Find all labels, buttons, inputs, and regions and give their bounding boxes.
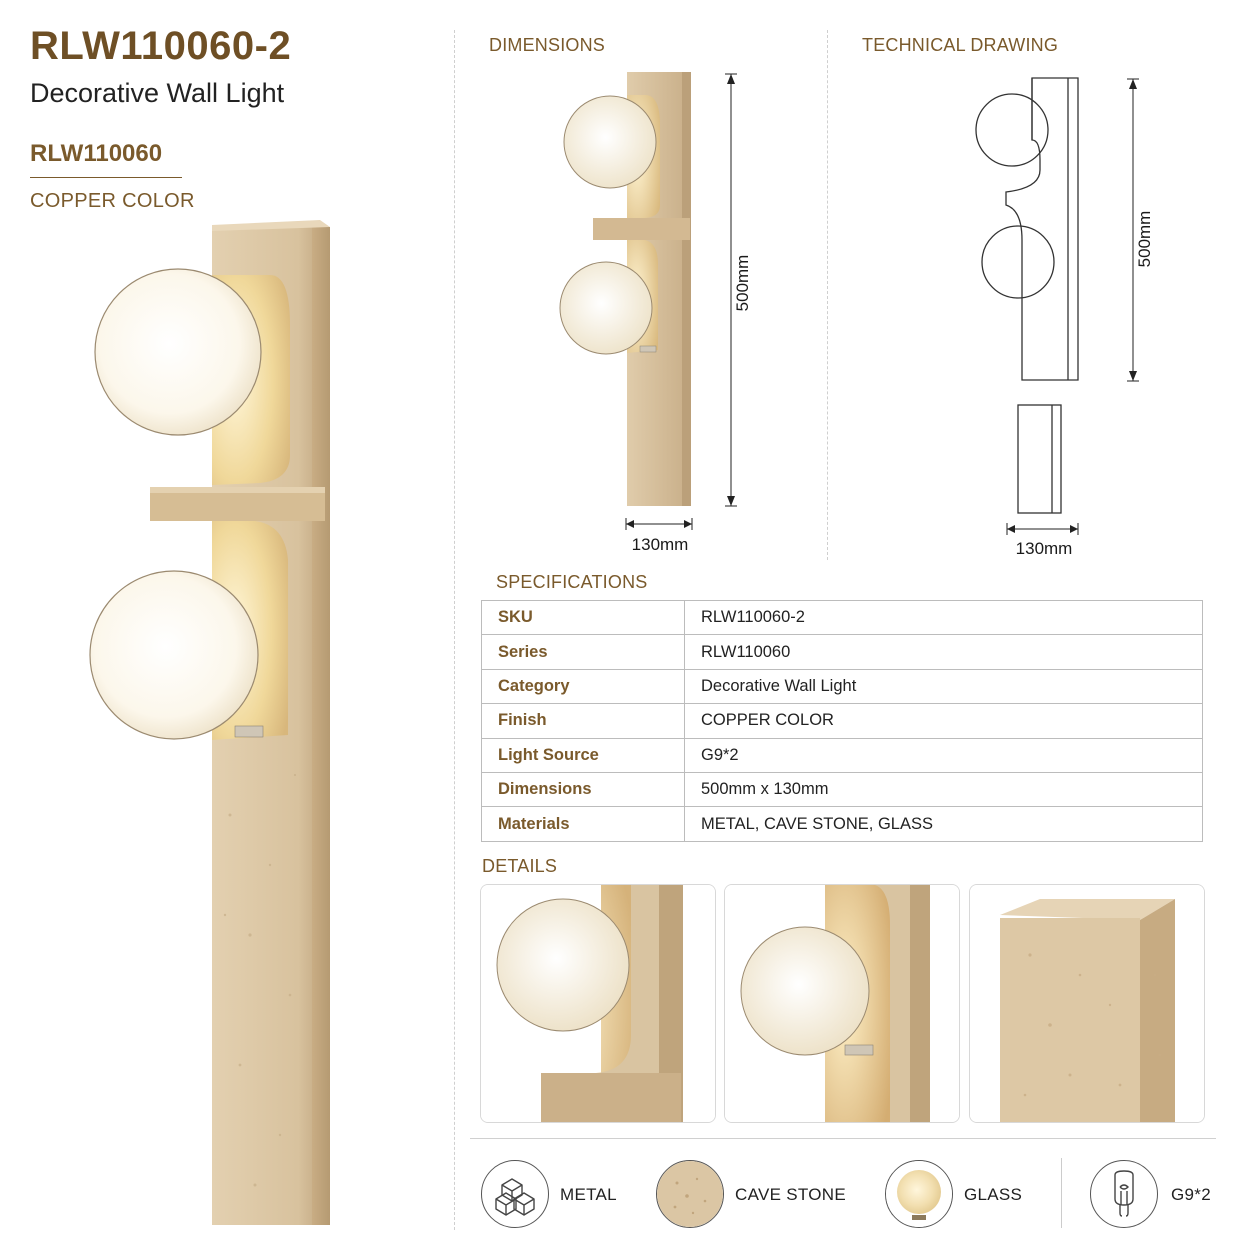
spec-value: Decorative Wall Light bbox=[684, 668, 1203, 705]
material-label-glass: GLASS bbox=[964, 1185, 1023, 1204]
metal-cubes-icon bbox=[481, 1160, 549, 1228]
materials-divider bbox=[470, 1138, 1216, 1139]
material-label-cave-stone: CAVE STONE bbox=[735, 1185, 847, 1204]
main-product-image bbox=[89, 220, 330, 1225]
series-label: RLW110060 bbox=[30, 140, 163, 167]
column-divider bbox=[454, 30, 455, 1230]
table-row: Series RLW110060 bbox=[481, 634, 1203, 670]
dimensions-product-image bbox=[559, 72, 691, 506]
detail-image-lower-globe bbox=[724, 884, 960, 1123]
table-row: Finish COPPER COLOR bbox=[481, 703, 1203, 739]
detail-image-upper-globe bbox=[480, 884, 716, 1123]
table-row: SKU RLW110060-2 bbox=[481, 599, 1203, 636]
spec-value: COPPER COLOR bbox=[684, 703, 1203, 739]
product-title: RLW110060-2 bbox=[30, 24, 292, 68]
series-divider bbox=[30, 177, 182, 178]
spec-value: G9*2 bbox=[684, 737, 1203, 773]
technical-drawing-heading: TECHNICAL DRAWING bbox=[862, 35, 1059, 55]
column-divider bbox=[827, 30, 828, 560]
technical-height-label: 500mm bbox=[1135, 210, 1154, 268]
dimensions-heading: DIMENSIONS bbox=[489, 35, 606, 55]
spec-key: Light Source bbox=[481, 737, 685, 773]
table-row: Category Decorative Wall Light bbox=[481, 668, 1203, 705]
technical-width-label: 130mm bbox=[1015, 539, 1073, 558]
materials-separator bbox=[1061, 1158, 1062, 1228]
table-row: Dimensions 500mm x 130mm bbox=[481, 771, 1203, 808]
cave-stone-texture-icon bbox=[656, 1160, 724, 1228]
table-row: Materials METAL, CAVE STONE, GLASS bbox=[481, 806, 1203, 842]
spec-value: RLW110060-2 bbox=[684, 599, 1203, 636]
spec-key: Series bbox=[481, 634, 685, 670]
finish-label: COPPER COLOR bbox=[30, 190, 195, 212]
technical-drawing bbox=[975, 77, 1079, 514]
dimensions-width-line bbox=[625, 518, 693, 530]
spec-key: SKU bbox=[481, 599, 685, 636]
glass-globe-icon bbox=[885, 1160, 953, 1228]
material-label-metal: METAL bbox=[560, 1185, 617, 1204]
specifications-heading: SPECIFICATIONS bbox=[496, 572, 648, 592]
technical-width-line bbox=[1006, 523, 1079, 535]
specifications-table: SKU RLW110060-2 Series RLW110060 Categor… bbox=[481, 599, 1203, 842]
spec-key: Category bbox=[481, 668, 685, 705]
spec-key: Materials bbox=[481, 806, 685, 842]
technical-height-line bbox=[1127, 78, 1139, 382]
dimensions-width-label: 130mm bbox=[631, 535, 689, 554]
table-row: Light Source G9*2 bbox=[481, 737, 1203, 773]
product-subtitle: Decorative Wall Light bbox=[30, 78, 285, 108]
spec-value: 500mm x 130mm bbox=[684, 771, 1203, 808]
dimensions-height-label: 500mm bbox=[733, 254, 752, 312]
spec-key: Finish bbox=[481, 703, 685, 739]
spec-value: METAL, CAVE STONE, GLASS bbox=[684, 806, 1203, 842]
dimensions-height-line bbox=[725, 73, 737, 507]
spec-key: Dimensions bbox=[481, 771, 685, 808]
details-heading: DETAILS bbox=[482, 856, 558, 876]
material-label-g9: G9*2 bbox=[1171, 1185, 1211, 1204]
g9-bulb-icon bbox=[1090, 1160, 1158, 1228]
spec-value: RLW110060 bbox=[684, 634, 1203, 670]
detail-image-stone-texture bbox=[969, 884, 1205, 1123]
